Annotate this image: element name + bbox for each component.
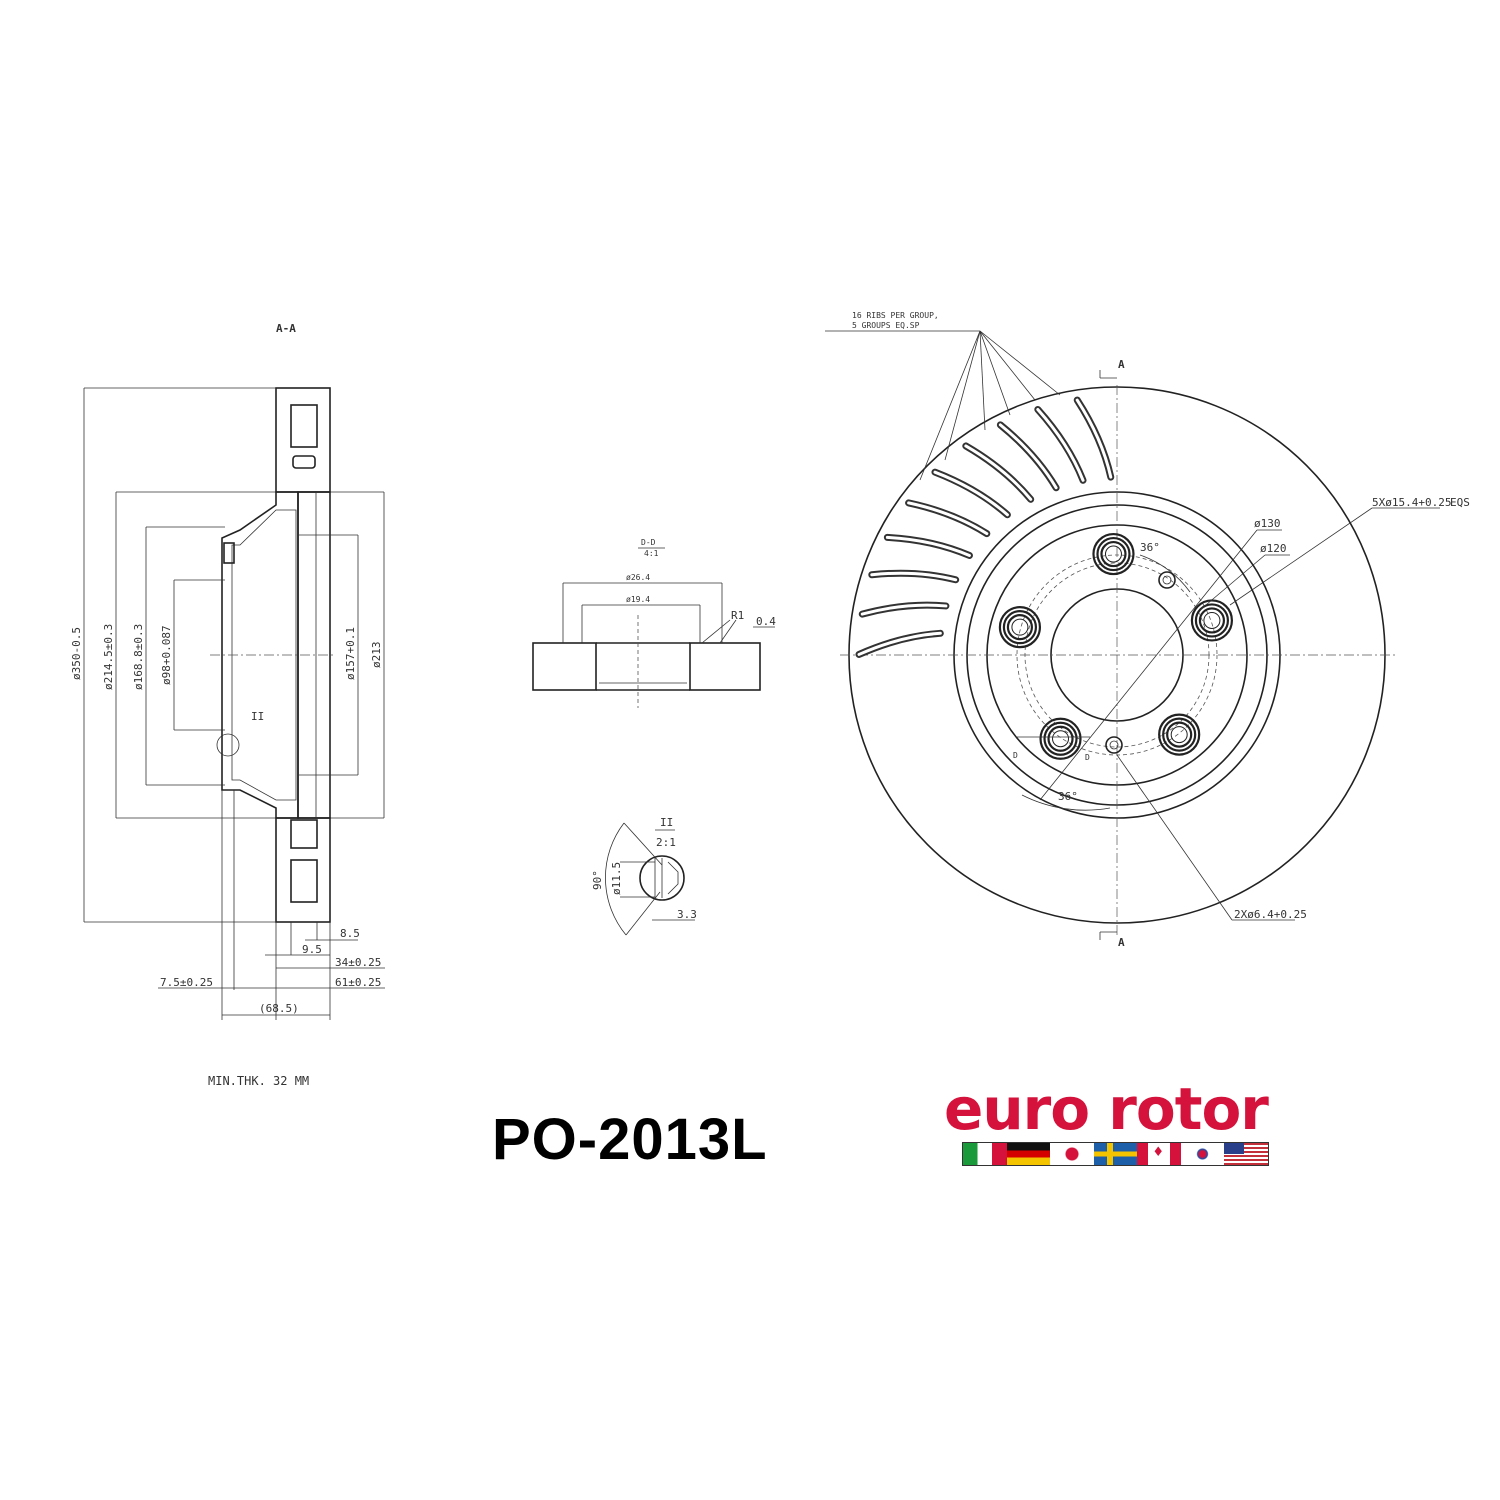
- bolt-hole: [1039, 717, 1082, 760]
- cooling-rib: [855, 629, 944, 658]
- dim-68-5: (68.5): [259, 1002, 299, 1015]
- angle-36-top: 36°: [1140, 541, 1160, 554]
- dim-eqs: EQS: [1450, 496, 1470, 509]
- ribs-note-line-1: 16 RIBS PER GROUP,: [852, 311, 939, 320]
- vent-slot: [290, 819, 318, 849]
- canada-flag-icon: ♦: [1137, 1143, 1181, 1165]
- part-number: PO-2013L: [492, 1107, 768, 1172]
- dim-d98: ø98+0.087: [160, 625, 173, 685]
- usa-flag-icon: [1224, 1143, 1269, 1165]
- dim-7-5: 7.5±0.25: [160, 976, 213, 989]
- cooling-rib-slot: [1075, 398, 1113, 479]
- cooling-rib-slot: [933, 470, 1009, 517]
- detail-ii-scale: 2:1: [656, 836, 676, 849]
- bolt-hole: [1158, 713, 1201, 756]
- cooling-rib-slot: [907, 501, 989, 536]
- dim-90-deg: 90°: [591, 870, 604, 890]
- hat-bore: [297, 491, 331, 819]
- dim-0-4: 0.4: [756, 615, 776, 628]
- bolt-hole: [1092, 532, 1135, 576]
- detail-d-title: D-D: [641, 538, 656, 547]
- dim-d213: ø213: [370, 642, 383, 669]
- detail-ii: II 2:1 90° ø11.5 3.3: [591, 816, 697, 936]
- section-view-a-a: A-A II ø350-0.5 ø2: [70, 322, 385, 1088]
- section-d-left: D: [1013, 751, 1018, 760]
- cooling-rib-slot: [860, 603, 948, 616]
- cooling-rib-slot: [885, 535, 971, 557]
- bolt-hole: [998, 606, 1042, 649]
- dim-d11-5: ø11.5: [610, 862, 623, 895]
- dim-small-holes: 2Xø6.4+0.25: [1234, 908, 1307, 921]
- detail-ref-label: II: [251, 710, 264, 723]
- cooling-rib: [931, 468, 1011, 519]
- dim-8-5: 8.5: [340, 927, 360, 940]
- country-flags: ♦: [962, 1142, 1269, 1166]
- angle-36-bottom: 36°: [1058, 790, 1078, 803]
- small-hole: [1105, 736, 1123, 754]
- section-marker-top: A: [1118, 358, 1125, 371]
- dim-34: 34±0.25: [335, 956, 381, 969]
- bolt-hole: [1190, 599, 1234, 642]
- dim-9-5: 9.5: [302, 943, 322, 956]
- section-title: A-A: [276, 322, 296, 335]
- friction-ring-upper: [275, 387, 331, 493]
- dim-d19-4: ø19.4: [626, 595, 650, 604]
- euro-rotor-logo: euro rotor ♦: [944, 1080, 1289, 1166]
- detail-ii-marker: [216, 733, 240, 757]
- dim-d26-4: ø26.4: [626, 573, 650, 582]
- section-marker-bottom: A: [1118, 936, 1125, 949]
- dim-3-3: 3.3: [677, 908, 697, 921]
- detail-ii-title: II: [660, 816, 673, 829]
- min-thickness-note: MIN.THK. 32 MM: [208, 1074, 309, 1088]
- section-d-right: D: [1085, 753, 1090, 762]
- small-hole: [1158, 571, 1176, 589]
- sweden-flag-icon: [1093, 1143, 1138, 1165]
- italy-flag-icon: [963, 1143, 1007, 1165]
- friction-ring-lower: [275, 817, 331, 923]
- vent-channel: [290, 859, 318, 903]
- logo-text: euro rotor: [944, 1075, 1269, 1143]
- cooling-rib-slot: [964, 444, 1033, 501]
- cooling-rib: [1073, 396, 1115, 481]
- cooling-rib-slot: [998, 423, 1058, 490]
- detail-d-d: D-D 4:1 ø26.4 ø19.4 R1 0.4: [532, 538, 776, 708]
- cooling-rib-slot: [870, 571, 958, 582]
- dim-d168-8: ø168.8±0.3: [132, 624, 145, 690]
- dim-d350: ø350-0.5: [70, 627, 83, 680]
- japan-flag-icon: [1050, 1143, 1094, 1165]
- dim-bolt-holes: 5Xø15.4+0.25: [1372, 496, 1451, 509]
- cooling-rib-slot: [1036, 407, 1085, 482]
- dim-r1: R1: [731, 609, 744, 622]
- detail-d-scale: 4:1: [644, 549, 659, 558]
- korea-flag-icon: [1180, 1143, 1225, 1165]
- detail-ii-circle: [639, 855, 685, 901]
- dim-d130: ø130: [1254, 517, 1281, 530]
- dim-61: 61±0.25: [335, 976, 381, 989]
- dim-d157: ø157+0.1: [344, 627, 357, 680]
- cooling-rib: [883, 533, 973, 559]
- ribs-note-line-2: 5 GROUPS EQ.SP: [852, 321, 920, 330]
- front-view: 16 RIBS PER GROUP, 5 GROUPS EQ.SP A A ø1…: [825, 311, 1470, 949]
- cooling-rib: [905, 499, 991, 538]
- cooling-rib-slot: [857, 631, 942, 656]
- dim-d214-5: ø214.5±0.3: [102, 624, 115, 690]
- vent-slot: [292, 455, 316, 469]
- hat-inner: [231, 509, 297, 801]
- dim-d120: ø120: [1260, 542, 1287, 555]
- vent-channel: [290, 404, 318, 448]
- germany-flag-icon: [1006, 1143, 1051, 1165]
